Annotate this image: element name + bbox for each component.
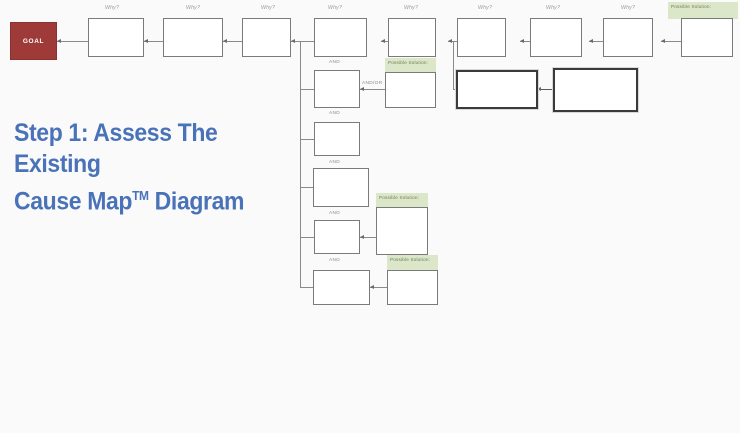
solution-box-lower[interactable]: [376, 207, 428, 255]
connector-emphasis-pair: [537, 89, 554, 90]
connector-why3-trunk: [291, 41, 314, 42]
solution-box-top-right[interactable]: [681, 18, 733, 57]
goal-label: GOAL: [22, 37, 45, 45]
branch-connector-4: [300, 237, 314, 238]
arrow-why2: [223, 38, 227, 43]
and-label-top-1: AND: [329, 60, 341, 65]
why-box-4[interactable]: [314, 18, 367, 57]
connector-why7-why8: [589, 41, 603, 42]
arrow-branch-4: [360, 234, 364, 239]
why-label-5: Why?: [404, 5, 419, 11]
solution-header-top-right: Possible Solution:: [668, 2, 738, 19]
page-title: Step 1: Assess The Existing Cause MapTM …: [14, 118, 290, 217]
why-label-7: Why?: [546, 5, 561, 11]
emphasis-box-right[interactable]: [553, 68, 638, 112]
arrow-branch-1: [360, 86, 364, 91]
why-label-4: Why?: [328, 5, 343, 11]
page-title-line-2: Cause MapTM Diagram: [14, 180, 290, 217]
and-label-branch-4: AND: [329, 258, 341, 263]
why-box-6[interactable]: [457, 18, 506, 57]
branch-connector-3: [300, 187, 313, 188]
why-box-7[interactable]: [530, 18, 582, 57]
arrow-why5: [448, 38, 452, 43]
arrow-why7: [589, 38, 593, 43]
trunk-vertical-line: [300, 41, 301, 287]
branch-box-3[interactable]: [313, 168, 369, 207]
solution-box-mid[interactable]: [385, 72, 436, 108]
branch-box-5[interactable]: [313, 270, 370, 305]
why-label-6: Why?: [478, 5, 493, 11]
page-title-line-2-pre: Cause Map: [14, 187, 133, 216]
goal-box[interactable]: GOAL: [10, 22, 57, 60]
arrow-emphasis: [537, 86, 541, 91]
branch-box-2[interactable]: [314, 122, 360, 156]
why-box-8[interactable]: [603, 18, 653, 57]
arrow-why6: [520, 38, 524, 43]
why-label-8: Why?: [621, 5, 636, 11]
branch-connector-5: [300, 287, 313, 288]
and-or-label: AND/OR: [362, 81, 383, 86]
connector-why8-solution: [661, 41, 681, 42]
arrow-why8: [661, 38, 665, 43]
why-box-1[interactable]: [88, 18, 144, 57]
connector-drop-emphasis: [453, 89, 457, 90]
trademark-symbol: TM: [132, 188, 149, 203]
arrow-why3: [291, 38, 295, 43]
branch-connector-1: [300, 89, 314, 90]
arrow-why4: [381, 38, 385, 43]
and-label-branch-2: AND: [329, 160, 341, 165]
and-label-branch-1: AND: [329, 111, 341, 116]
page-title-line-2-post: Diagram: [148, 187, 245, 216]
arrow-branch-5: [370, 284, 374, 289]
why-label-3: Why?: [261, 5, 276, 11]
drop-line-emphasis: [453, 41, 454, 89]
solution-header-bottom: Possible Solution:: [387, 255, 438, 271]
why-box-3[interactable]: [242, 18, 291, 57]
branch-box-4[interactable]: [314, 220, 360, 254]
arrow-goal: [57, 38, 61, 43]
connector-branch1-solution: [360, 89, 385, 90]
solution-header-lower: Possible Solution:: [376, 193, 428, 208]
why-box-5[interactable]: [388, 18, 436, 57]
connector-why5-why6: [448, 41, 462, 42]
emphasis-box-left[interactable]: [456, 70, 538, 109]
connector-why2-why3: [223, 41, 242, 42]
why-label-2: Why?: [186, 5, 201, 11]
and-label-branch-3: AND: [329, 211, 341, 216]
why-box-2[interactable]: [163, 18, 223, 57]
connector-why1-why2: [144, 41, 163, 42]
connector-branch4-solution: [360, 237, 376, 238]
why-label-1: Why?: [105, 5, 120, 11]
branch-box-1[interactable]: [314, 70, 360, 108]
solution-header-mid: Possible Solution:: [385, 58, 436, 73]
connector-why6-why7: [520, 41, 530, 42]
solution-box-bottom[interactable]: [387, 270, 438, 305]
arrow-why1: [144, 38, 148, 43]
branch-connector-2: [300, 139, 314, 140]
connector-goal-why1: [57, 41, 88, 42]
connector-branch5-solution: [370, 287, 387, 288]
page-title-line-1: Step 1: Assess The Existing: [14, 119, 218, 178]
